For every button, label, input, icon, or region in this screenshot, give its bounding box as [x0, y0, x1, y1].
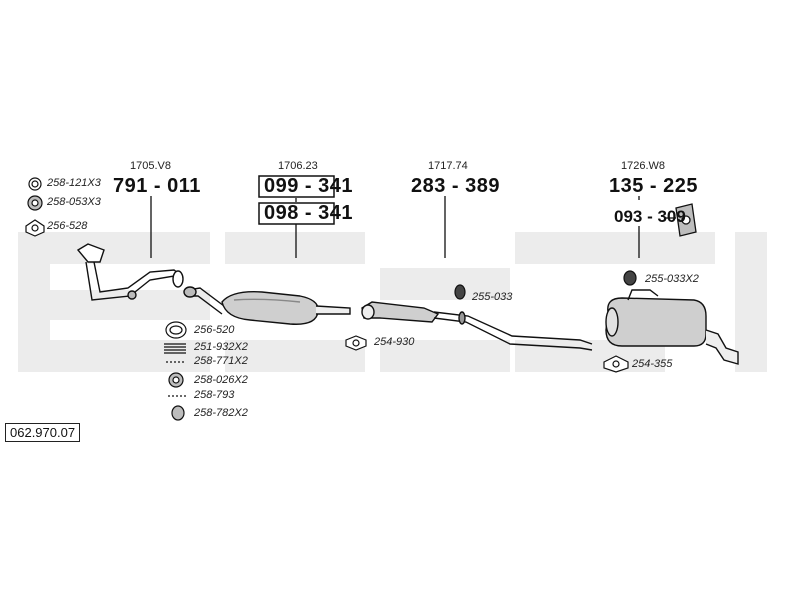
- ref-1706-23: 1706.23: [278, 160, 318, 172]
- rubber-mount-icon: [623, 270, 637, 286]
- part-label-255-033: 255-033: [472, 291, 513, 303]
- center-muffler: [361, 301, 593, 351]
- number-box-frames: [258, 175, 335, 225]
- part-label-256-520: 256-520: [194, 324, 235, 336]
- part-number-135-225: 135 - 225: [609, 175, 699, 197]
- rubber-mount-icon: [454, 284, 466, 300]
- part-number-099-341: 099 - 341: [264, 175, 354, 197]
- ref-1726-w8: 1726.W8: [621, 160, 666, 172]
- spring-icon: [164, 343, 186, 354]
- part-label-258-053: 258-053X3: [47, 196, 101, 208]
- part-label-258-782: 258-782X2: [194, 407, 248, 419]
- part-label-258-771: 258-771X2: [194, 355, 248, 367]
- part-number-791-011: 791 - 011: [113, 175, 201, 197]
- part-label-251-932: 251-932X2: [194, 341, 248, 353]
- part-number-283-389: 283 - 389: [411, 175, 501, 197]
- part-label-256-528: 256-528: [47, 220, 88, 232]
- front-pipe: [76, 243, 184, 301]
- hanger-bracket-icon: [675, 203, 697, 237]
- part-number-098-341: 098 - 341: [264, 202, 354, 224]
- catalog-number: 062.970.07: [5, 423, 81, 442]
- part-label-255-033x2: 255-033X2: [645, 273, 699, 285]
- part-label-254-930: 254-930: [374, 336, 415, 348]
- ref-1705-v8: 1705.V8: [130, 160, 171, 172]
- small-parts-icons: [25, 177, 637, 421]
- leader-lines: [150, 196, 676, 258]
- part-label-258-121: 258-121X3: [47, 177, 101, 189]
- part-label-254-355: 254-355: [632, 358, 673, 370]
- bush-icon: [171, 405, 185, 421]
- ref-1717-74: 1717.74: [428, 160, 468, 172]
- part-label-258-026: 258-026X2: [194, 374, 248, 386]
- part-number-093-309: 093 - 309: [614, 207, 686, 226]
- rear-silencer: [605, 289, 739, 365]
- catalytic-converter: [183, 286, 351, 325]
- part-label-258-793: 258-793: [194, 389, 235, 401]
- watermark-logo: [18, 232, 767, 372]
